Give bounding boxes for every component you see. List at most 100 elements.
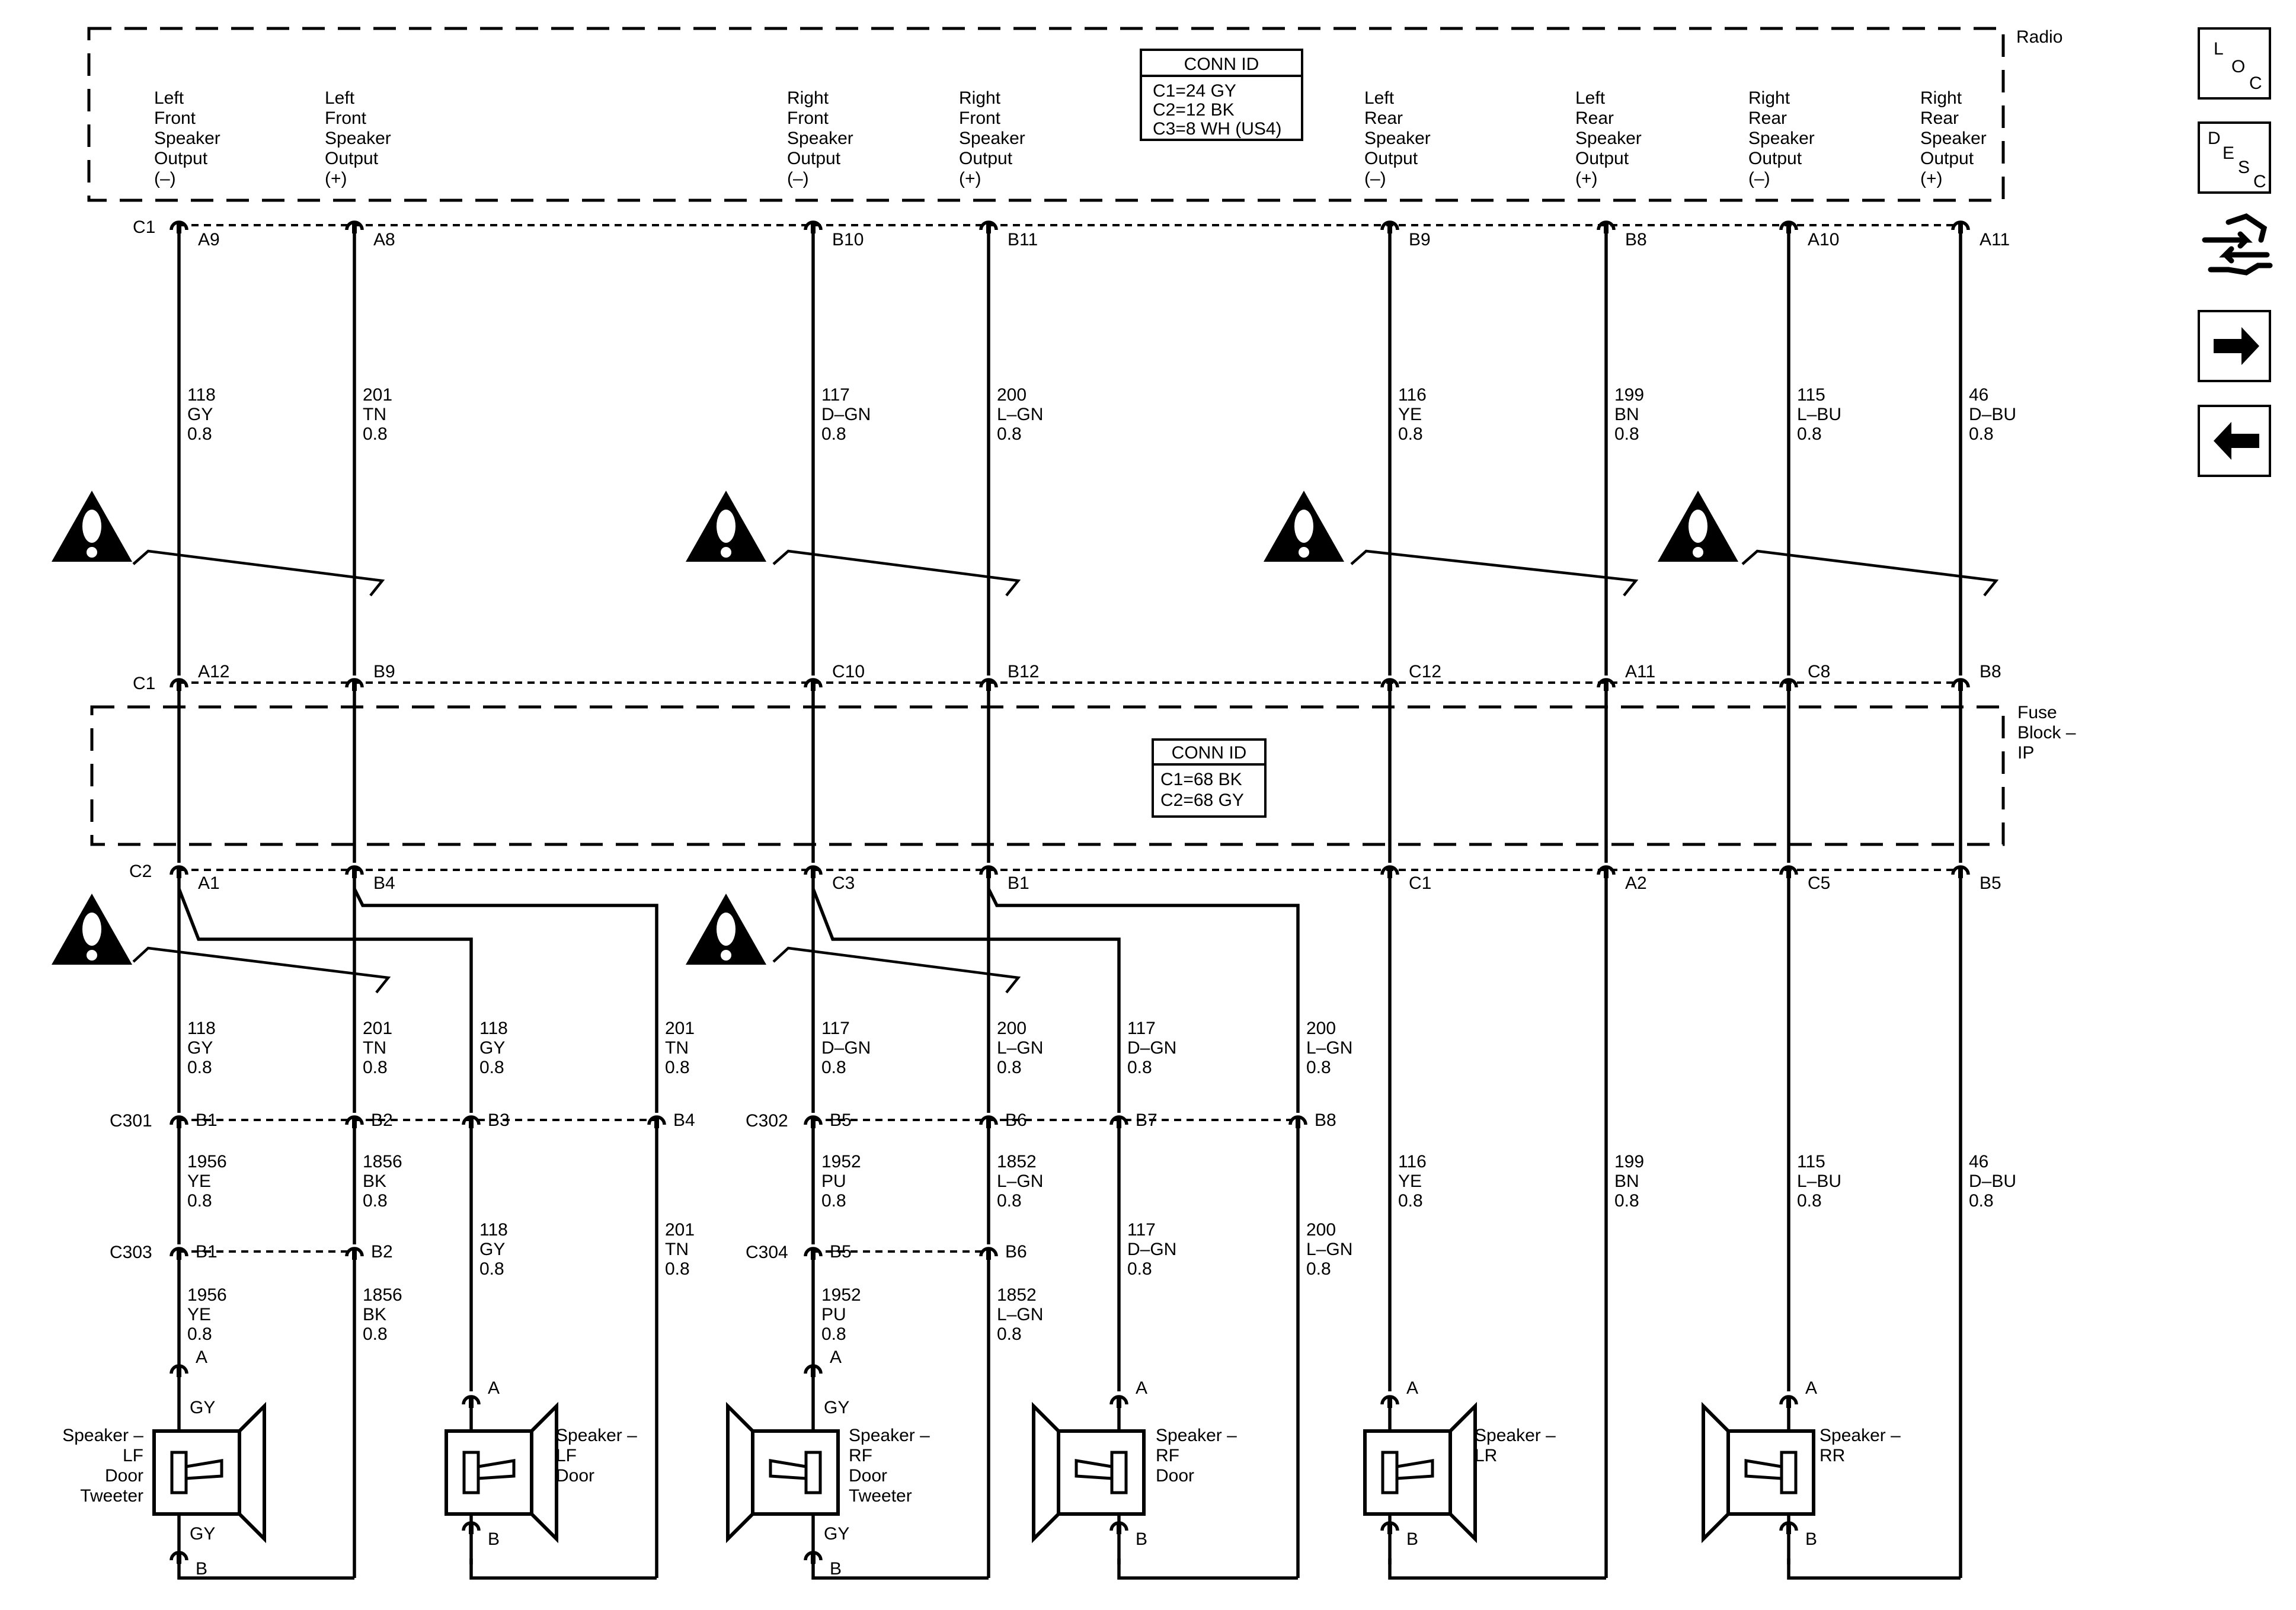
- description-button[interactable]: D E S C: [2198, 121, 2271, 194]
- wire-label: 118: [187, 385, 216, 405]
- fuse-top-pin-label: B12: [1008, 662, 1039, 681]
- radio-pin-label: B10: [832, 230, 864, 249]
- wire-118-gy-branch: [177, 888, 473, 1113]
- wire-label: 117: [821, 385, 850, 405]
- wire-label: 0.8: [997, 1058, 1022, 1077]
- return-wire-rr: [1787, 1558, 1961, 1580]
- wire-label: BN: [1614, 405, 1639, 424]
- speaker-label: RR: [1819, 1446, 1845, 1465]
- speaker-pin-a: A: [1805, 1378, 1817, 1398]
- radio-module-outline: [87, 27, 2005, 202]
- wire-label: 1956: [187, 1152, 227, 1172]
- speaker-label: LF: [123, 1446, 143, 1465]
- output-label: Rear: [1920, 108, 1959, 128]
- wire-label: TN: [363, 1038, 386, 1058]
- speaker-pin-b: B: [830, 1559, 842, 1579]
- output-label: (+): [325, 169, 347, 188]
- speaker-label: Speaker –: [1156, 1426, 1237, 1445]
- twisted-pair-line: [772, 549, 1021, 597]
- wire-label: GY: [187, 405, 213, 424]
- connector-terminals: [170, 220, 1970, 1260]
- wire-label: D–GN: [821, 1038, 871, 1058]
- warning-icons: [52, 491, 1738, 965]
- c302-pin-label: B5: [830, 1110, 852, 1130]
- speaker-label: RF: [849, 1446, 872, 1465]
- wire-label: TN: [665, 1240, 689, 1259]
- wire-label: 0.8: [1398, 1191, 1423, 1211]
- radio-conn-id-line: C2=12 BK: [1153, 100, 1235, 120]
- speaker-label: Speaker –: [556, 1426, 637, 1445]
- output-label: Output: [959, 149, 1013, 168]
- speaker-plunger-icon: [769, 1459, 808, 1480]
- return-wire-rf-tweeter: [811, 1558, 989, 1580]
- output-label: Speaker: [1920, 129, 1987, 148]
- speaker-label: Speaker –: [1475, 1426, 1556, 1445]
- wire-label: 0.8: [1969, 424, 1994, 444]
- warning-icon: [686, 894, 766, 965]
- wire-label: TN: [363, 405, 386, 424]
- fuse-bottom-pin-label: A1: [198, 873, 220, 893]
- output-label: Output: [325, 149, 379, 168]
- wire-label: 0.8: [1797, 1191, 1822, 1211]
- speaker-cone-icon: [238, 1401, 266, 1544]
- wire-label: 0.8: [363, 1191, 388, 1211]
- speaker-pin-b: B: [1805, 1529, 1817, 1549]
- output-label: (–): [1748, 169, 1770, 188]
- wire-label: 0.8: [1614, 1191, 1639, 1211]
- output-label: (–): [1364, 169, 1386, 188]
- location-button-letter: O: [2231, 57, 2245, 76]
- next-page-button[interactable]: [2198, 310, 2271, 382]
- speaker-coil-icon: [804, 1451, 822, 1494]
- c301-pin-label: B1: [196, 1110, 218, 1130]
- location-button-letter: L: [2214, 39, 2224, 59]
- output-label: Speaker: [325, 129, 391, 148]
- speaker-label: Door: [556, 1466, 594, 1486]
- return-wire-lf-door: [469, 1558, 657, 1580]
- location-button[interactable]: L O C: [2198, 27, 2271, 100]
- pin-labels: A9A12A1A8B9B4B10C10C3B11B12B1B9C12C1B8A1…: [196, 230, 2010, 1262]
- wire-label: YE: [187, 1305, 211, 1324]
- wire-label: 1952: [821, 1152, 861, 1172]
- speaker-coil-icon: [1381, 1451, 1399, 1494]
- wire-label: 0.8: [363, 1324, 388, 1344]
- wire-label: 0.8: [1797, 424, 1822, 444]
- fuse-conn-id-title: CONN ID: [1172, 743, 1247, 763]
- connector-tool-icon[interactable]: [2199, 210, 2273, 281]
- wire-label: 0.8: [1127, 1259, 1152, 1279]
- connector-label-radio-c1: C1: [133, 217, 155, 237]
- wire-label: GY: [187, 1038, 213, 1058]
- speaker-cone-icon: [1448, 1401, 1477, 1544]
- output-label: Left: [1575, 88, 1606, 108]
- output-label: (–): [787, 169, 809, 188]
- speaker-pin-b: B: [488, 1529, 500, 1549]
- wire-label: 200: [997, 1019, 1027, 1038]
- navigation-panel: L O C D E S C: [2198, 27, 2273, 477]
- wire-label: 118: [479, 1220, 508, 1240]
- output-label: Output: [1364, 149, 1418, 168]
- output-label: Left: [325, 88, 355, 108]
- fuse-block-module: Fuse Block – IP CONN ID C1=68 BK C2=68 G…: [90, 703, 2076, 846]
- wire-label: 0.8: [187, 1191, 212, 1211]
- wire-label: 0.8: [1398, 424, 1423, 444]
- wire-label: 200: [1306, 1019, 1336, 1038]
- wire-label: L–GN: [997, 1305, 1043, 1324]
- output-label: Output: [1920, 149, 1974, 168]
- speaker-label: LF: [556, 1446, 577, 1465]
- wire-label: D–GN: [1127, 1038, 1176, 1058]
- fuse-bottom-pin-label: B5: [1980, 873, 2001, 893]
- description-button-letter: C: [2253, 172, 2266, 191]
- output-label: Speaker: [1748, 129, 1815, 148]
- wire-label: 0.8: [997, 1191, 1022, 1211]
- fuse-top-pin-label: A12: [198, 662, 229, 681]
- speaker-plunger-icon: [1395, 1459, 1434, 1480]
- c302-pin-label: B8: [1315, 1110, 1336, 1130]
- wire-label: 1852: [997, 1285, 1037, 1305]
- wire-label: 0.8: [1306, 1058, 1331, 1077]
- wire-label: 201: [665, 1019, 695, 1038]
- previous-page-button[interactable]: [2198, 405, 2271, 477]
- output-label: Right: [959, 88, 1001, 108]
- output-label: Right: [1748, 88, 1790, 108]
